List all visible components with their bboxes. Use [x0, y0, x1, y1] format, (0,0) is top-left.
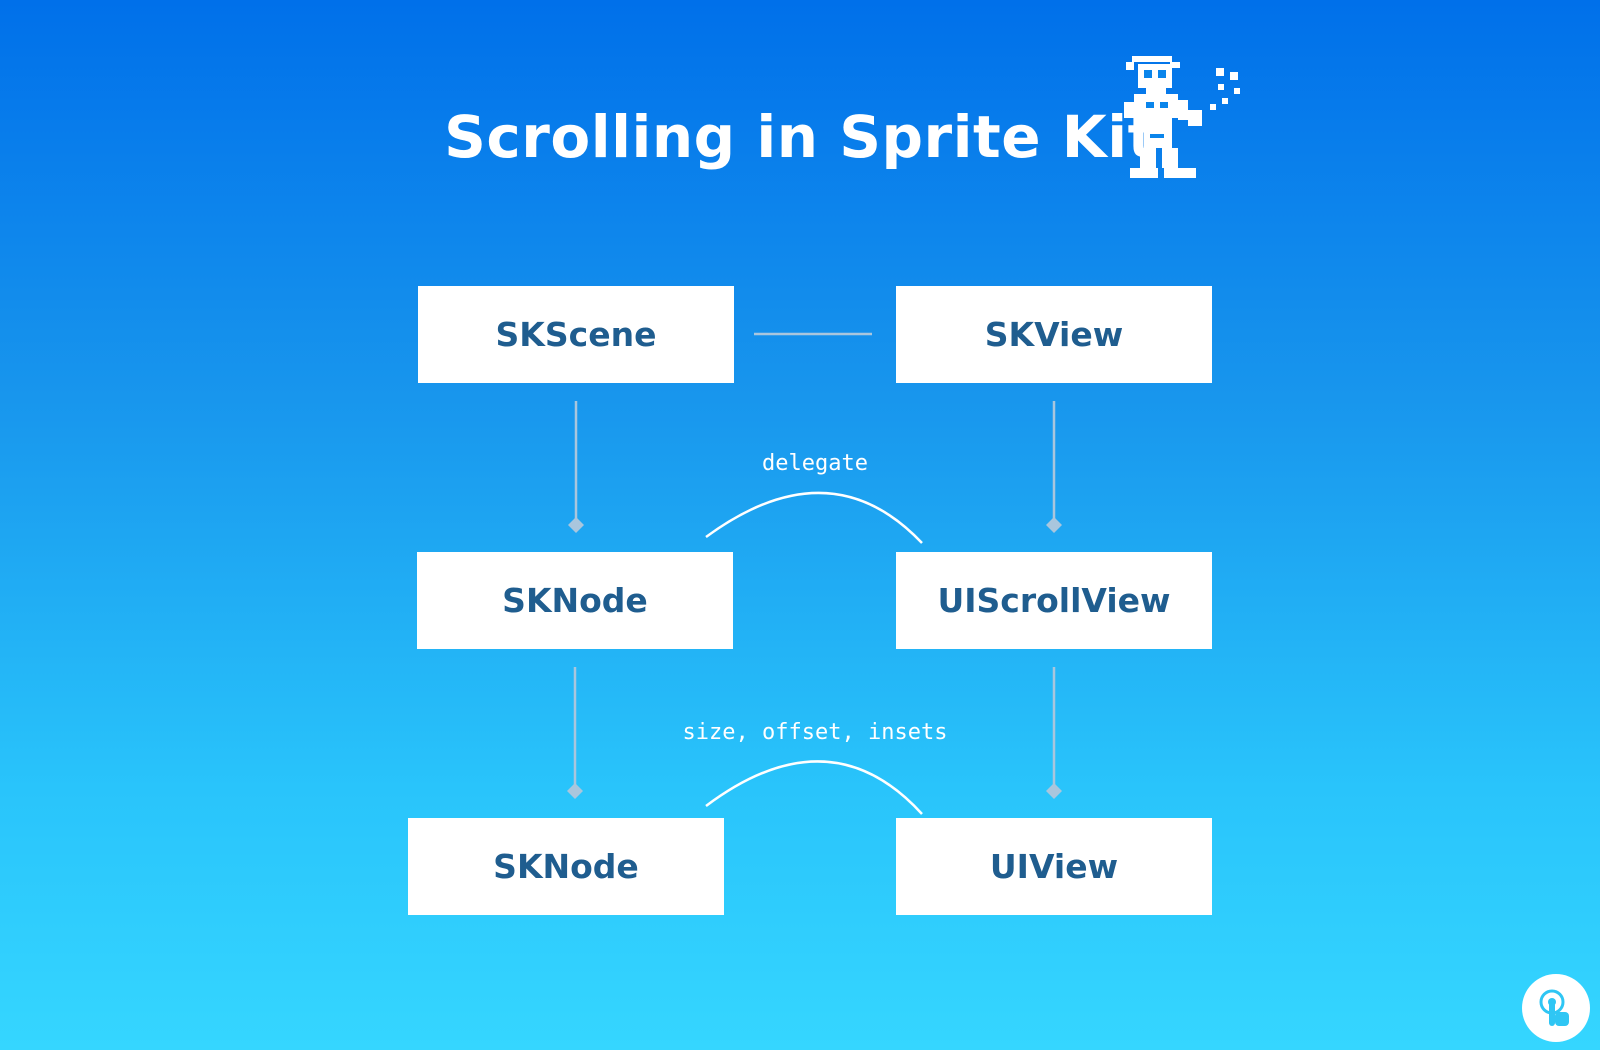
view-to-scrollview-arrowhead: [1046, 517, 1062, 533]
size-offset-insets-arc: [705, 760, 923, 815]
node-uiview: UIView: [896, 818, 1212, 915]
node-sknode-bottom: SKNode: [408, 818, 724, 915]
scene-to-node-arrowhead: [568, 517, 584, 533]
slide-title: Scrolling in Sprite Kit: [444, 103, 1156, 171]
pixel-robot-icon: [1124, 56, 1240, 178]
node-skscene-label: SKScene: [495, 315, 657, 354]
node-uiscrollview-label: UIScrollView: [937, 581, 1171, 620]
node-skview: SKView: [896, 286, 1212, 383]
node-sknode-content: SKNode: [417, 552, 733, 649]
node-to-node-arrowhead: [567, 783, 583, 799]
node-sknode-bottom-label: SKNode: [493, 847, 639, 886]
node-skview-label: SKView: [984, 315, 1124, 354]
delegate-arc: [705, 491, 923, 544]
node-skscene: SKScene: [418, 286, 734, 383]
node-uiview-label: UIView: [989, 847, 1119, 886]
delegate-label: delegate: [762, 451, 868, 476]
node-uiscrollview: UIScrollView: [896, 552, 1212, 649]
node-sknode-content-label: SKNode: [502, 581, 648, 620]
pointer-finger-icon: [1539, 989, 1569, 1026]
size-offset-insets-label: size, offset, insets: [682, 720, 948, 745]
corner-badge: [1522, 974, 1590, 1042]
scrollview-to-uiview-arrowhead: [1046, 783, 1062, 799]
